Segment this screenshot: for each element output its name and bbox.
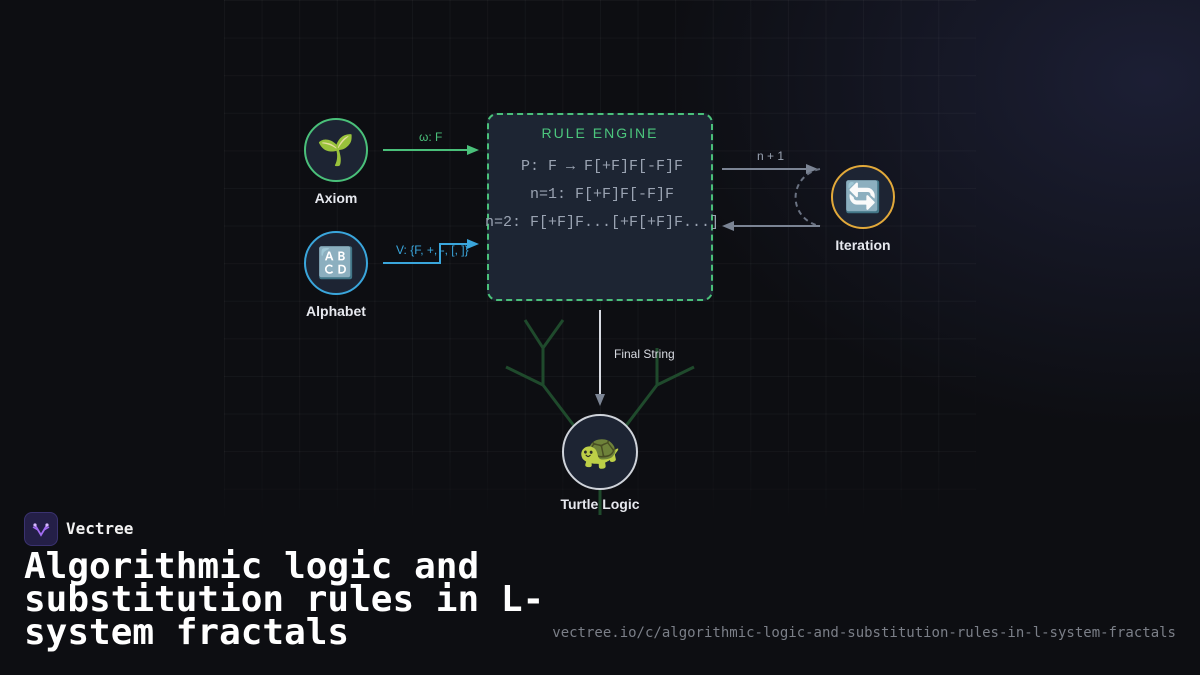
tree-logo-icon <box>32 523 50 537</box>
iteration-forward-arrowhead <box>806 164 818 174</box>
iteration-1-string: n=1: F[+F]F[-F]F <box>529 186 675 203</box>
iteration-2-string: n=2: F[+F]F...[+F[+F]F...] <box>484 214 720 231</box>
refresh-icon: 🔄 <box>844 180 882 214</box>
turtle-icon: 🐢 <box>578 433 622 471</box>
alphabet-edge-label: V: {F, +, -, [, ]} <box>396 243 469 257</box>
iteration-label: Iteration <box>835 237 891 253</box>
axiom-arrowhead <box>467 145 479 155</box>
turtle-label: Turtle Logic <box>560 496 640 512</box>
brand-name: Vectree <box>66 519 134 538</box>
rule-engine-title: RULE ENGINE <box>541 125 659 141</box>
alphabet-node: 🔠 <box>304 231 368 295</box>
page-url: vectree.io/c/algorithmic-logic-and-subst… <box>552 625 1176 641</box>
alphabet-label: Alphabet <box>306 303 366 319</box>
iteration-return-arrowhead <box>722 221 734 231</box>
iteration-loop <box>794 168 821 227</box>
axiom-node: 🌱 <box>304 118 368 182</box>
iteration-edge-label: n + 1 <box>757 149 785 163</box>
vectree-logo <box>24 512 58 546</box>
axiom-label: Axiom <box>314 190 358 206</box>
alphabet-arrowhead <box>467 239 479 249</box>
final-string-label: Final String <box>614 347 675 361</box>
axiom-edge-label: ω: F <box>419 130 443 144</box>
turtle-arrowhead <box>595 394 605 406</box>
alphabet-arrow <box>383 243 470 264</box>
rule-engine-box: RULE ENGINE P: F → F[+F]F[-F]F n=1: F[+F… <box>485 113 719 301</box>
production-rule: P: F → F[+F]F[-F]F <box>520 158 684 175</box>
abcd-icon: 🔠 <box>317 246 355 280</box>
iteration-node: 🔄 <box>831 165 895 229</box>
turtle-node: 🐢 <box>562 414 638 490</box>
seedling-icon: 🌱 <box>317 133 355 167</box>
page-title: Algorithmic logic and substitution rules… <box>24 546 545 653</box>
